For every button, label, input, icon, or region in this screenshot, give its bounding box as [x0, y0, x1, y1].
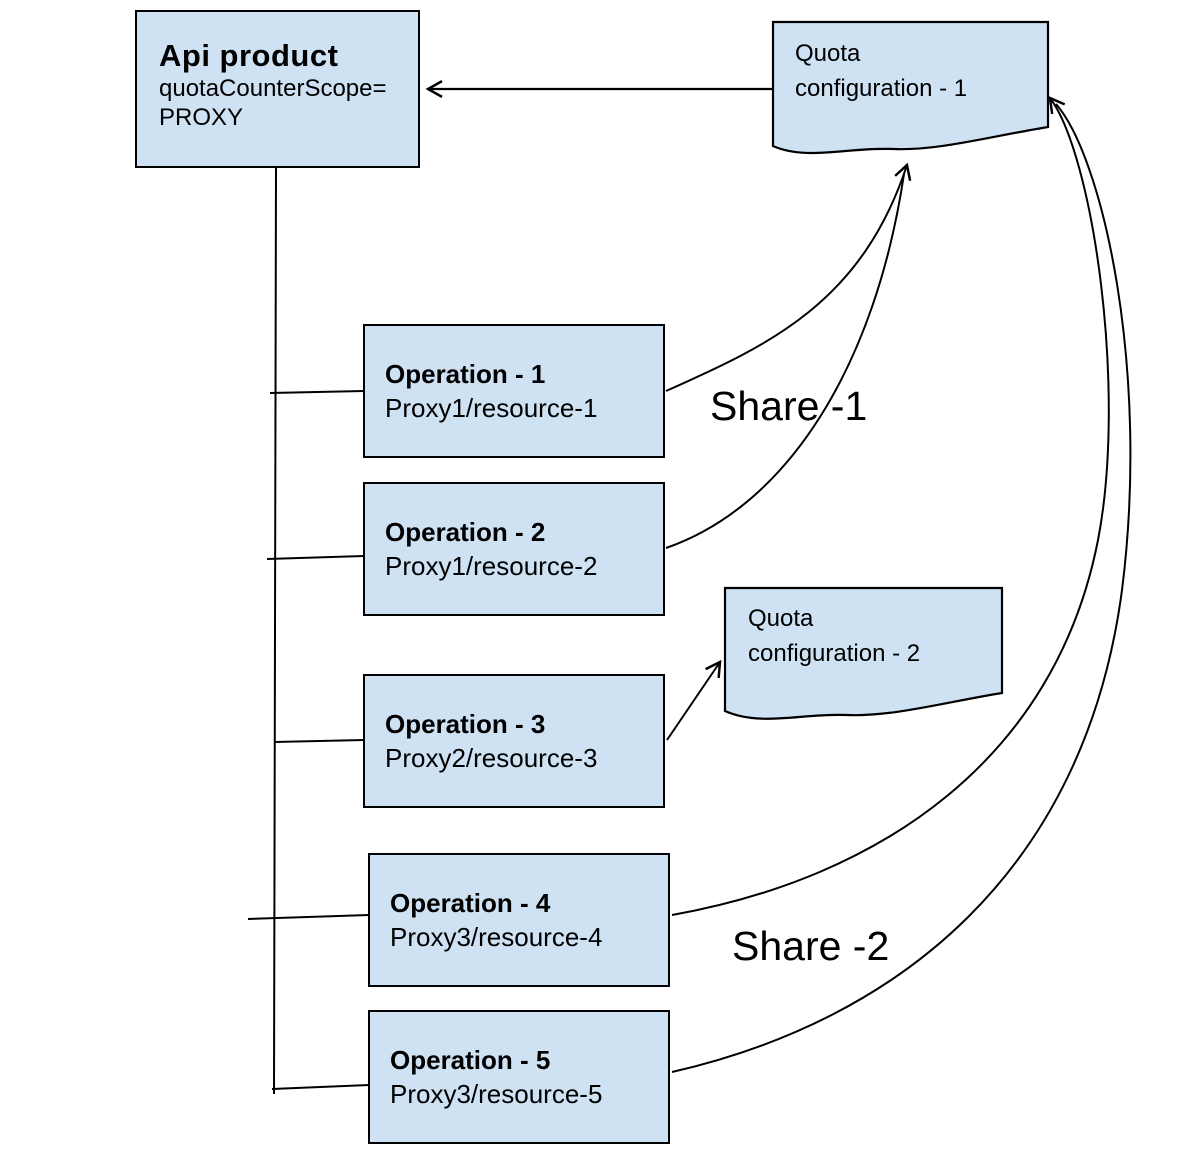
- operation-1-title: Operation - 1: [385, 359, 546, 389]
- operation-3-title: Operation - 3: [385, 709, 546, 739]
- node-operation-3: Operation - 3 Proxy2/resource-3: [363, 674, 665, 808]
- quota-config-1-shape: [771, 20, 1050, 155]
- edge-operation3-quotaconfig2: [666, 659, 722, 741]
- edge-operation5-quotaconfig1: [671, 103, 1132, 1073]
- quota-config-1-line2: configuration - 1: [795, 75, 968, 102]
- operation-4-subtitle: Proxy3/resource-4: [390, 922, 603, 952]
- edge-apiproduct-operation-5: [271, 1084, 370, 1090]
- node-operation-1: Operation - 1 Proxy1/resource-1: [363, 324, 665, 458]
- edge-operation1-quotaconfig1: [665, 162, 912, 392]
- edge-apiproduct-operation-1: [269, 390, 365, 394]
- label-share-2: Share -2: [732, 923, 890, 969]
- quota-config-2-line1: Quota: [748, 605, 814, 632]
- node-operation-2: Operation - 2 Proxy1/resource-2: [363, 482, 665, 616]
- edge-operation2-quotaconfig1: [665, 173, 905, 549]
- label-share-1: Share -1: [710, 383, 868, 429]
- operation-4-title: Operation - 4: [390, 888, 551, 918]
- node-quota-configuration-1: Quota configuration - 1: [795, 36, 1045, 106]
- operation-2-title: Operation - 2: [385, 517, 546, 547]
- node-operation-5: Operation - 5 Proxy3/resource-5: [368, 1010, 670, 1144]
- edge-apiproduct-operation-2: [266, 555, 365, 560]
- api-product-scope-line1: quotaCounterScope=: [159, 75, 387, 102]
- operation-3-subtitle: Proxy2/resource-3: [385, 743, 598, 773]
- quota-config-1-line1: Quota: [795, 40, 861, 67]
- operation-5-title: Operation - 5: [390, 1045, 551, 1075]
- api-product-scope-line2: PROXY: [159, 104, 244, 131]
- api-product-title: Api product: [159, 38, 339, 73]
- edge-apiproduct-trunk: [273, 167, 277, 1095]
- node-operation-4: Operation - 4 Proxy3/resource-4: [368, 853, 670, 987]
- edge-apiproduct-operation-3: [273, 739, 365, 743]
- operation-5-subtitle: Proxy3/resource-5: [390, 1079, 603, 1109]
- node-api-product: Api product quotaCounterScope= PROXY: [135, 10, 420, 168]
- quota-config-2-shape: [723, 586, 1004, 720]
- node-quota-configuration-2: Quota configuration - 2: [748, 601, 998, 671]
- edge-apiproduct-operation-4: [247, 914, 370, 920]
- edge-operation4-quotaconfig1: [671, 96, 1110, 916]
- quota-config-2-line2: configuration - 2: [748, 640, 921, 667]
- operation-1-subtitle: Proxy1/resource-1: [385, 393, 598, 423]
- operation-2-subtitle: Proxy1/resource-2: [385, 551, 598, 581]
